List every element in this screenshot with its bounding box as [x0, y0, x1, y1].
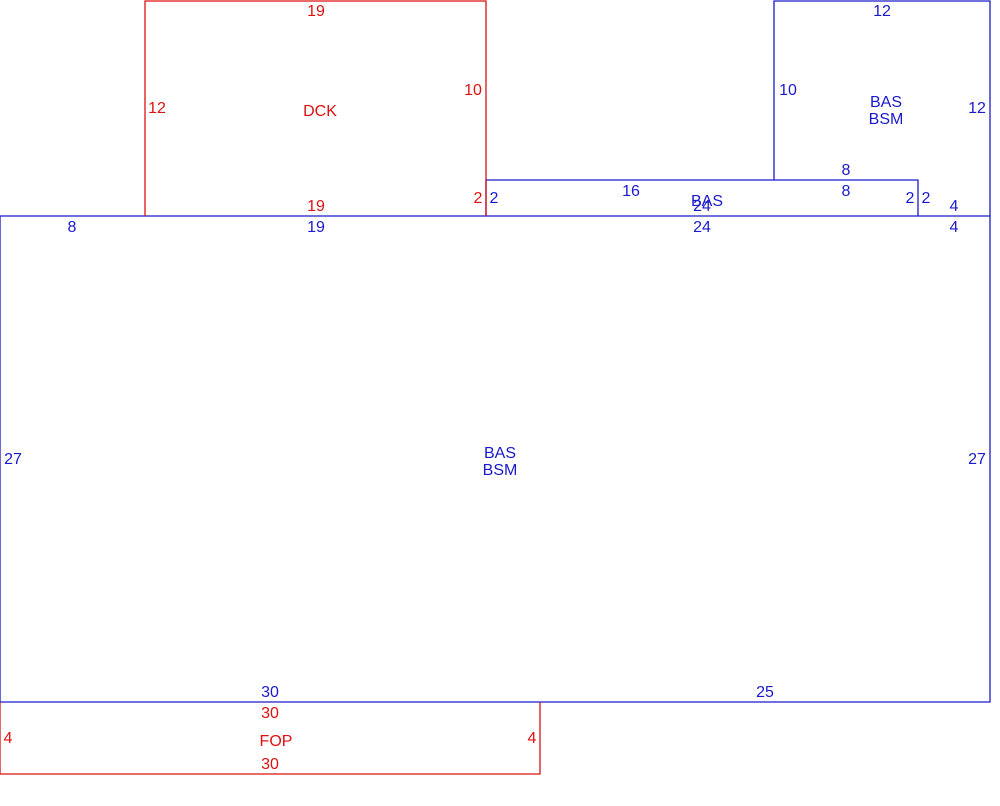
dim-label: 27 [968, 451, 986, 468]
main-bsm-area-label: BSM [483, 462, 518, 479]
dim-label: 30 [261, 756, 279, 773]
strip-bas-area-label: BAS [691, 193, 723, 210]
dim-label: 12 [873, 3, 891, 20]
dim-label: 27 [4, 451, 22, 468]
top-bas-outline [773, 0, 991, 216]
top-bsm-area-label: BSM [869, 111, 904, 128]
dim-label: 30 [261, 684, 279, 701]
dim-label: 4 [4, 730, 13, 747]
main-bas-area-label: BAS [484, 445, 516, 462]
dim-label: 30 [261, 705, 279, 722]
dck-area-label: DCK [303, 103, 337, 120]
dim-label: 2 [474, 190, 483, 207]
dim-label: 19 [307, 219, 325, 236]
dck-outline [144, 0, 487, 216]
dim-label: 19 [307, 3, 325, 20]
dim-label: 2 [922, 190, 931, 207]
top-bas-area-label: BAS [870, 94, 902, 111]
dim-label: 25 [756, 684, 774, 701]
dim-label: 8 [842, 183, 851, 200]
fop-outline [0, 702, 541, 775]
dim-label: 12 [968, 100, 986, 117]
dim-label: 19 [307, 198, 325, 215]
dim-label: 2 [490, 190, 499, 207]
dim-label: 16 [622, 183, 640, 200]
dim-label: 8 [842, 162, 851, 179]
dim-label: 24 [693, 198, 711, 215]
fop-area-label: FOP [260, 733, 293, 750]
dim-label: 8 [68, 219, 77, 236]
dim-label: 2 [906, 190, 915, 207]
dim-label: 10 [779, 82, 797, 99]
dim-label: 12 [148, 100, 166, 117]
dim-label: 10 [464, 82, 482, 99]
dim-label: 4 [528, 730, 537, 747]
dim-label: 4 [950, 198, 959, 215]
main-bas-outline [0, 215, 991, 703]
dim-label: 24 [693, 219, 711, 236]
dim-label: 4 [950, 219, 959, 236]
